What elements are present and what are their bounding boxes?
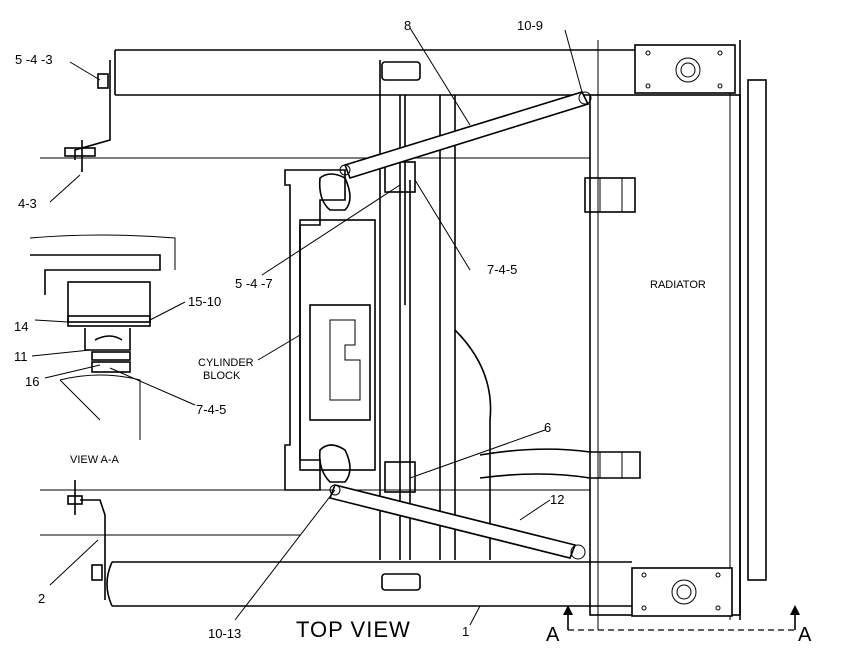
block-label: BLOCK bbox=[203, 370, 241, 382]
lower-left-bracket bbox=[67, 480, 106, 600]
callout-7-4-5-top: 7-4-5 bbox=[487, 262, 517, 277]
callout-1: 1 bbox=[462, 624, 469, 639]
section-a-right: A bbox=[798, 624, 812, 646]
top-view-title: TOP VIEW bbox=[296, 617, 411, 642]
frame bbox=[40, 49, 635, 607]
callout-12: 12 bbox=[550, 492, 564, 507]
callout-14: 14 bbox=[14, 319, 28, 334]
callout-10-9: 10-9 bbox=[517, 18, 543, 33]
callout-6: 6 bbox=[544, 420, 551, 435]
callout-5-4-3: 5 -4 -3 bbox=[15, 52, 53, 67]
callout-8: 8 bbox=[404, 18, 411, 33]
callout-7-4-5-view: 7-4-5 bbox=[196, 402, 226, 417]
view-aa-inset bbox=[29, 234, 176, 440]
leader-lines bbox=[31, 27, 583, 626]
callout-5-4-7: 5 -4 -7 bbox=[235, 276, 273, 291]
callout-11: 11 bbox=[14, 349, 28, 364]
upper-left-bracket bbox=[64, 60, 111, 172]
support-rods bbox=[328, 91, 592, 560]
view-aa-label: VIEW A-A bbox=[70, 454, 120, 466]
section-line-aa bbox=[563, 605, 800, 631]
callout-16: 16 bbox=[25, 374, 39, 389]
callout-4-3: 4-3 bbox=[18, 196, 37, 211]
radiator bbox=[479, 40, 767, 630]
radiator-label: RADIATOR bbox=[650, 279, 706, 291]
callout-10-13: 10-13 bbox=[208, 626, 241, 641]
callout-15-10: 15-10 bbox=[188, 294, 221, 309]
cylinder-label: CYLINDER bbox=[198, 357, 254, 369]
cylinder-block bbox=[284, 60, 492, 591]
bottom-mount-plate bbox=[631, 567, 733, 617]
callout-2: 2 bbox=[38, 591, 45, 606]
section-a-left: A bbox=[546, 624, 560, 646]
